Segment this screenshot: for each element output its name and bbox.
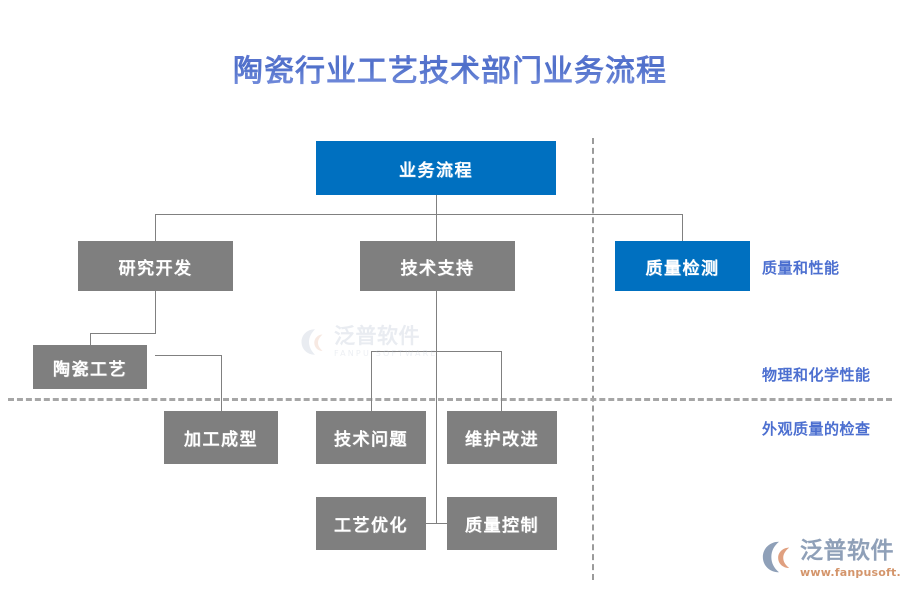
annotation-appearance-inspection: 外观质量的检查	[762, 420, 871, 438]
node-quality-control[interactable]: 质量控制	[447, 497, 557, 550]
node-label: 质量控制	[465, 516, 539, 536]
node-ceramic-craft[interactable]: 陶瓷工艺	[33, 345, 147, 389]
connector-drop-tech-issue	[371, 351, 372, 411]
node-label: 加工成型	[184, 430, 258, 450]
node-research-development[interactable]: 研究开发	[78, 241, 233, 291]
connector-research-bus	[90, 333, 156, 334]
node-label: 工艺优化	[334, 516, 408, 536]
fanpu-logo-icon	[301, 329, 323, 355]
connector-drop-ceramic-craft	[90, 333, 91, 345]
annotation-quality-performance: 质量和性能	[762, 259, 840, 277]
horizontal-divider-dashed	[8, 398, 892, 401]
fanpu-logo-icon	[762, 541, 790, 573]
node-label: 维护改进	[465, 430, 539, 450]
connector-level1-bus	[155, 214, 683, 215]
brand-logo: 泛普软件 www.fanpusoft.com	[762, 540, 900, 578]
node-technical-support[interactable]: 技术支持	[360, 241, 515, 291]
watermark-brand: 泛普软件	[334, 324, 420, 348]
connector-root-stem	[436, 195, 437, 214]
connector-drop-maintenance	[501, 351, 502, 411]
connector-research-to-forming-bus	[155, 355, 222, 356]
node-quality-inspection[interactable]: 质量检测	[615, 241, 750, 291]
node-label: 研究开发	[118, 258, 193, 279]
page-title: 陶瓷行业工艺技术部门业务流程	[0, 46, 900, 90]
connector-drop-research	[155, 214, 156, 241]
connector-drop-tech-support	[436, 214, 437, 241]
center-watermark: 泛普软件 FANPU SOFTWARE	[300, 326, 438, 358]
annotation-physical-chemical: 物理和化学性能	[762, 366, 871, 384]
node-label: 技术支持	[400, 258, 475, 279]
connector-research-stem	[155, 291, 156, 333]
logo-url: www.fanpusoft.com	[800, 566, 900, 579]
connector-tech-support-bus	[371, 351, 502, 352]
connector-drop-quality-check	[682, 214, 683, 241]
logo-brand: 泛普软件	[800, 538, 894, 564]
node-label: 技术问题	[334, 430, 408, 450]
node-label: 陶瓷工艺	[53, 359, 127, 380]
connector-tech-support-stem	[436, 291, 437, 523]
node-label: 质量检测	[645, 258, 720, 279]
node-business-process[interactable]: 业务流程	[316, 141, 556, 195]
node-processing-forming[interactable]: 加工成型	[164, 411, 278, 464]
node-label: 业务流程	[399, 160, 473, 181]
connector-drop-forming	[221, 355, 222, 411]
node-maintenance-improvement[interactable]: 维护改进	[447, 411, 557, 464]
vertical-divider-dashed	[592, 138, 594, 580]
connector-tech-support-bottom-bus	[411, 523, 462, 524]
node-process-optimization[interactable]: 工艺优化	[316, 497, 426, 550]
node-technical-issue[interactable]: 技术问题	[316, 411, 426, 464]
